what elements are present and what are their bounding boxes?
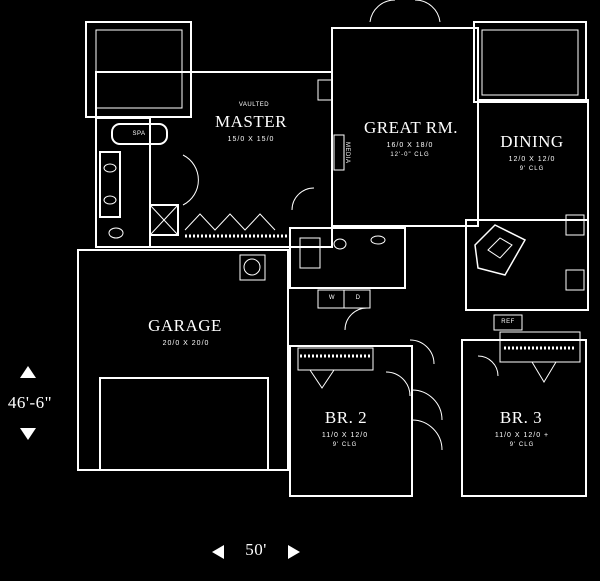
oven xyxy=(565,269,585,291)
washer-label: W xyxy=(328,295,336,301)
garage-dims-label: 20/0 X 20/0 xyxy=(162,340,210,347)
water-heater xyxy=(243,258,261,276)
width-arrow-right xyxy=(288,545,300,559)
great-room-ceiling-label: 12'-0" CLG xyxy=(390,152,430,158)
br2-dims-label: 11/0 X 12/0 xyxy=(321,432,369,439)
dining-ceiling-label: 9' CLG xyxy=(519,166,545,172)
shower-x2 xyxy=(149,204,179,236)
right-patio-inner xyxy=(481,29,579,96)
br3-title-label: BR. 3 xyxy=(499,408,543,427)
sink-1 xyxy=(103,163,117,173)
br3-ceiling-label: 9' CLG xyxy=(509,442,535,448)
depth-arrow-down xyxy=(20,428,36,440)
dining-title-label: DINING xyxy=(500,132,564,151)
shower xyxy=(149,204,179,236)
laundry-door-swing xyxy=(344,307,368,331)
br3-outline xyxy=(461,339,587,497)
master-door-swing xyxy=(291,187,315,211)
media-label: MEDIA xyxy=(344,142,350,164)
island-sink xyxy=(487,237,513,259)
spa-tub xyxy=(111,123,168,145)
master-prefix-label: VAULTED xyxy=(238,102,270,108)
fireplace xyxy=(317,79,333,101)
hall-toilet xyxy=(333,238,347,250)
left-patio-inner xyxy=(95,29,183,109)
br2-outline xyxy=(289,345,413,497)
hall-tub xyxy=(299,237,321,269)
hall-bath-outline xyxy=(289,227,406,289)
rear-door-right xyxy=(414,0,441,23)
master-title-label: MASTER xyxy=(215,112,287,131)
br3-closet xyxy=(499,331,581,363)
sink-2 xyxy=(103,195,117,205)
br3-door-swing xyxy=(477,355,499,377)
toilet-master xyxy=(108,227,124,239)
refrigerator-label: REF xyxy=(501,319,515,325)
vanity xyxy=(99,151,121,218)
br2-closet-doors xyxy=(309,369,335,389)
great-room-title-label: GREAT RM. xyxy=(364,118,458,137)
kitchen-outline xyxy=(465,219,589,311)
spa-label: SPA xyxy=(132,131,146,137)
hall-arc-2 xyxy=(411,419,443,451)
br2-closet xyxy=(297,347,374,371)
water-heater-box xyxy=(239,254,266,281)
garage-door xyxy=(99,377,269,471)
br3-dims-label: 11/0 X 12/0 + xyxy=(494,432,550,439)
depth-dimension-label: 46'-6" xyxy=(7,393,53,412)
hall-arc-1 xyxy=(411,389,443,421)
right-patio-outline xyxy=(473,21,587,103)
media-niche xyxy=(333,134,345,171)
master-dims-label: 15/0 X 15/0 xyxy=(227,136,275,143)
br2-ceiling-label: 9' CLG xyxy=(332,442,358,448)
refrigerator xyxy=(493,314,523,331)
great-room-dims-label: 16/0 X 18/0 xyxy=(386,142,434,149)
width-arrow-left xyxy=(212,545,224,559)
width-dimension-label: 50' xyxy=(245,540,267,559)
bath-door-swing xyxy=(182,154,199,206)
rear-door-left xyxy=(369,0,396,23)
br2-title-label: BR. 2 xyxy=(324,408,368,427)
br3-closet-doors xyxy=(531,361,557,383)
dining-dims-label: 12/0 X 12/0 xyxy=(508,156,556,163)
garage-title-label: GARAGE xyxy=(148,316,222,335)
kitchen-island xyxy=(474,224,527,276)
br2-door-swing xyxy=(385,371,411,397)
depth-arrow-up xyxy=(20,366,36,378)
range xyxy=(565,214,585,236)
hall-sink xyxy=(370,235,386,245)
hall-door-swing xyxy=(409,339,435,365)
master-suite-outline xyxy=(95,71,333,248)
closet-doors xyxy=(184,213,276,231)
left-patio-outline xyxy=(85,21,192,118)
garage-outline xyxy=(77,249,289,471)
dryer-label: D xyxy=(355,295,361,301)
